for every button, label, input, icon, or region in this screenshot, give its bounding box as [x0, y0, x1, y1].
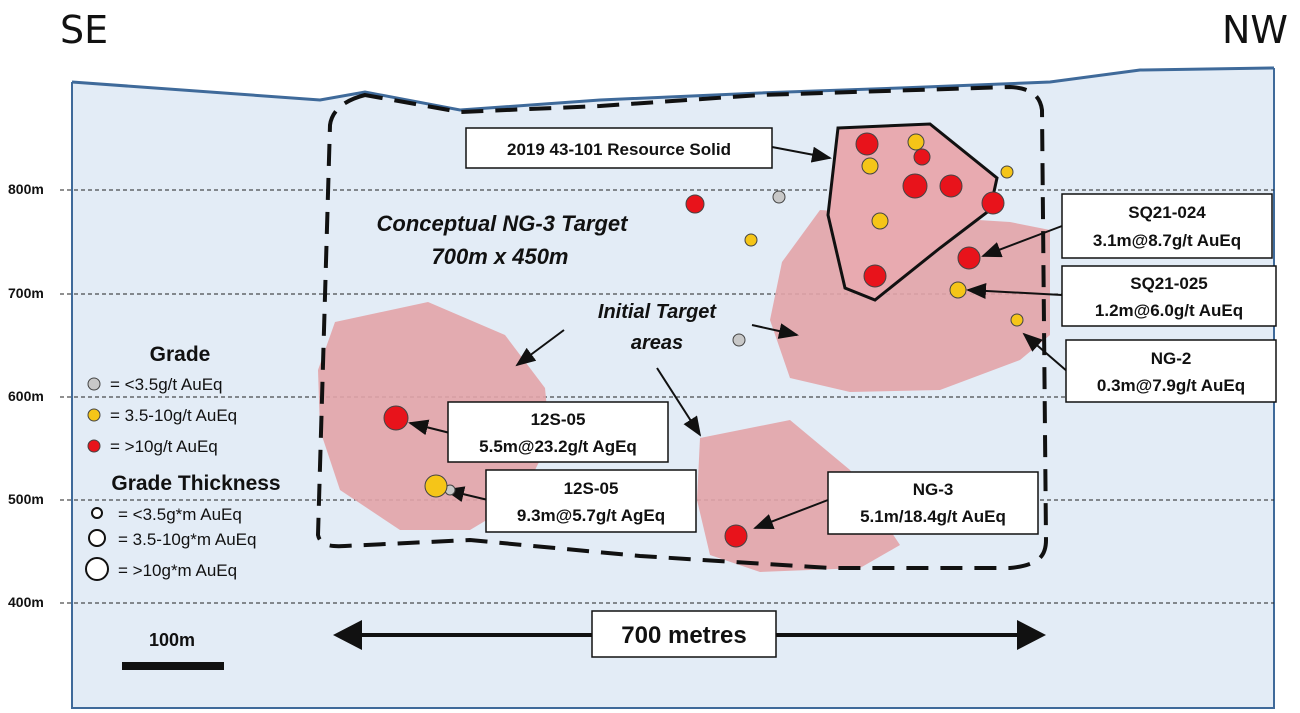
arrow-sq21-024: [981, 225, 1063, 258]
tick-600m: 600m: [8, 388, 44, 404]
tick-700m: 700m: [8, 285, 44, 301]
callout-result: 9.3m@5.7g/t AgEq: [517, 506, 665, 525]
intercept-high-sq21-024: [957, 246, 981, 270]
callout-ng-3: NG-3 5.1m/18.4g/t AuEq: [827, 471, 1039, 535]
tick-500m: 500m: [8, 491, 44, 507]
legend-grade-high-swatch: [87, 439, 101, 453]
target-title: Conceptual NG-3 Target: [377, 211, 630, 236]
distance-arrowhead-left: [333, 620, 362, 650]
callout-hole: 12S-05: [531, 410, 586, 429]
legend-grade-low-label: = <3.5g/t AuEq: [110, 375, 222, 394]
callout-12s-05-b: 12S-05 9.3m@5.7g/t AgEq: [485, 469, 697, 533]
legend-grade-low-swatch: [87, 377, 101, 391]
intercept-mid-sq21-025: [949, 281, 967, 299]
arrow-ng-2: [1022, 332, 1069, 373]
intercept-low: [732, 333, 746, 347]
intercept-high: [863, 264, 887, 288]
orientation-label-nw: NW: [1222, 8, 1288, 52]
callout-hole: SQ21-025: [1130, 274, 1208, 293]
intercept-high: [902, 173, 928, 199]
distance-label-box: [591, 610, 777, 658]
arrow-resource-solid: [771, 146, 832, 163]
callout-result: 3.1m@8.7g/t AuEq: [1093, 231, 1241, 250]
drill-intercepts: [383, 132, 1024, 548]
distance-indicator: 700 metres: [333, 610, 1046, 658]
target-size: 700m x 450m: [432, 244, 569, 269]
tick-800m: 800m: [8, 181, 44, 197]
callout-result: 0.3m@7.9g/t AuEq: [1097, 376, 1245, 395]
callout-hole: NG-2: [1151, 349, 1192, 368]
intercept-high-12s-05-a: [383, 405, 409, 431]
scale-bar: 100m: [122, 630, 224, 670]
intercept-high-ng-3: [724, 524, 748, 548]
annotation-arrows: [408, 146, 1069, 530]
intercept-mid: [907, 133, 925, 151]
arrow-initial-west: [515, 329, 565, 367]
intercept-low: [772, 190, 786, 204]
callout-resource-solid: 2019 43-101 Resource Solid: [465, 127, 773, 169]
callout-12s-05-a: 12S-05 5.5m@23.2g/t AgEq: [447, 401, 669, 463]
intercept-high: [685, 194, 705, 214]
callout-sq21-025: SQ21-025 1.2m@6.0g/t AuEq: [1061, 265, 1277, 327]
arrow-sq21-025: [966, 282, 1063, 299]
legend-thickness-mid-label: = 3.5-10g*m AuEq: [118, 530, 256, 549]
intercept-high: [939, 174, 963, 198]
intercept-mid: [871, 212, 889, 230]
callout-hole: SQ21-024: [1128, 203, 1206, 222]
legend-thickness-small-swatch: [91, 507, 103, 519]
scale-bar-label: 100m: [149, 630, 195, 650]
legend-thickness-large-label: = >10g*m AuEq: [118, 561, 237, 580]
callout-ng-2: NG-2 0.3m@7.9g/t AuEq: [1065, 339, 1277, 403]
intercept-high: [855, 132, 879, 156]
intercept-mid-12s-05-b: [424, 474, 448, 498]
arrow-ng-3: [753, 499, 829, 530]
resource-solid-label: 2019 43-101 Resource Solid: [507, 140, 731, 159]
intercept-mid: [861, 157, 879, 175]
intercept-mid-ng-2: [1010, 313, 1024, 327]
legend: Grade = <3.5g/t AuEq = 3.5-10g/t AuEq = …: [85, 343, 281, 581]
legend-grade-mid-swatch: [87, 408, 101, 422]
arrow-initial-east: [751, 323, 799, 339]
scale-bar-line: [122, 662, 224, 670]
callout-result: 1.2m@6.0g/t AuEq: [1095, 301, 1243, 320]
callout-sq21-024: SQ21-024 3.1m@8.7g/t AuEq: [1061, 193, 1273, 259]
initial-target-label-line1: Initial Target: [598, 301, 718, 323]
intercept-mid: [744, 233, 758, 247]
legend-thickness-mid-swatch: [88, 529, 106, 547]
topographic-surface: [71, 66, 1275, 112]
orientation-label-se: SE: [60, 8, 109, 52]
distance-label: 700 metres: [621, 622, 746, 649]
legend-grade-high-label: = >10g/t AuEq: [110, 437, 218, 456]
callout-hole: NG-3: [913, 480, 954, 499]
callout-hole: 12S-05: [564, 479, 619, 498]
tick-400m: 400m: [8, 594, 44, 610]
callout-result: 5.5m@23.2g/t AgEq: [479, 437, 637, 456]
intercept-mid: [1000, 165, 1014, 179]
intercept-high: [981, 191, 1005, 215]
arrow-initial-central: [656, 367, 702, 437]
arrow-12s-05-a: [408, 419, 451, 436]
legend-thickness-large-swatch: [85, 557, 109, 581]
distance-arrowhead-right: [1017, 620, 1046, 650]
legend-thickness-title: Grade Thickness: [111, 472, 280, 495]
initial-target-label-line2: areas: [631, 332, 683, 354]
intercept-high: [913, 148, 931, 166]
legend-grade-title: Grade: [150, 343, 211, 366]
callout-result: 5.1m/18.4g/t AuEq: [860, 507, 1006, 526]
legend-thickness-small-label: = <3.5g*m AuEq: [118, 505, 242, 524]
conceptual-target-boundary: [315, 84, 1049, 570]
legend-grade-mid-label: = 3.5-10g/t AuEq: [110, 406, 237, 425]
